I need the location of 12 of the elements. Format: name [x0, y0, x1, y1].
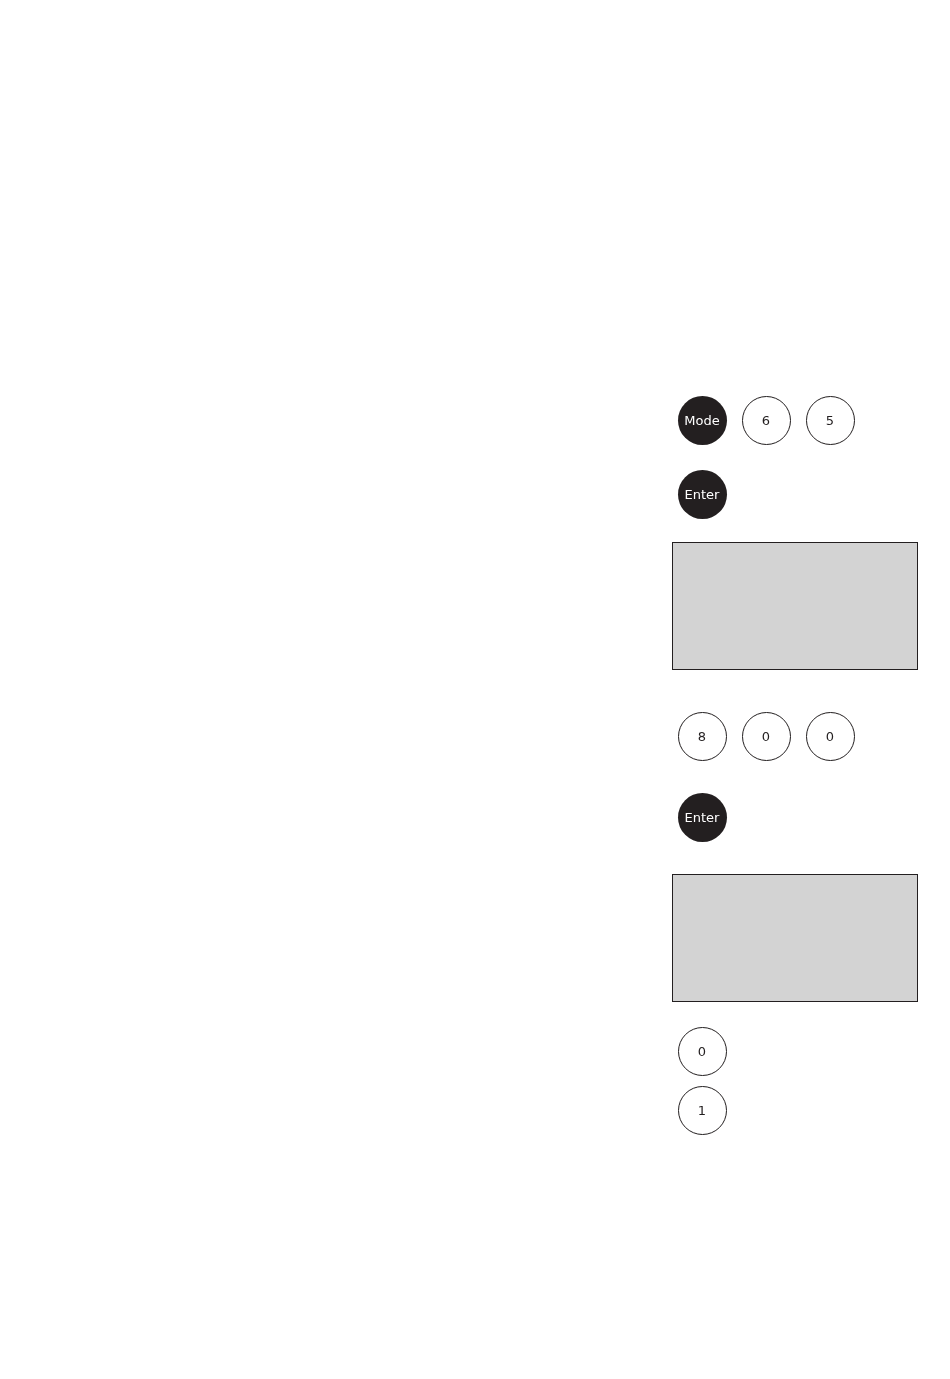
display-screen: [672, 874, 918, 1002]
display-screen: [672, 542, 918, 670]
keypad-key: 8: [677, 711, 727, 761]
keypad-key: 6: [741, 395, 791, 445]
keypad-key: Enter: [677, 792, 727, 842]
keypad-key: 1: [677, 1085, 727, 1135]
keypad-key: 5: [805, 395, 855, 445]
keypad-key: 0: [741, 711, 791, 761]
keypad-key: 0: [805, 711, 855, 761]
keypad-key: 0: [677, 1026, 727, 1076]
keypad-key: Mode: [677, 395, 727, 445]
keypad-key: Enter: [677, 469, 727, 519]
